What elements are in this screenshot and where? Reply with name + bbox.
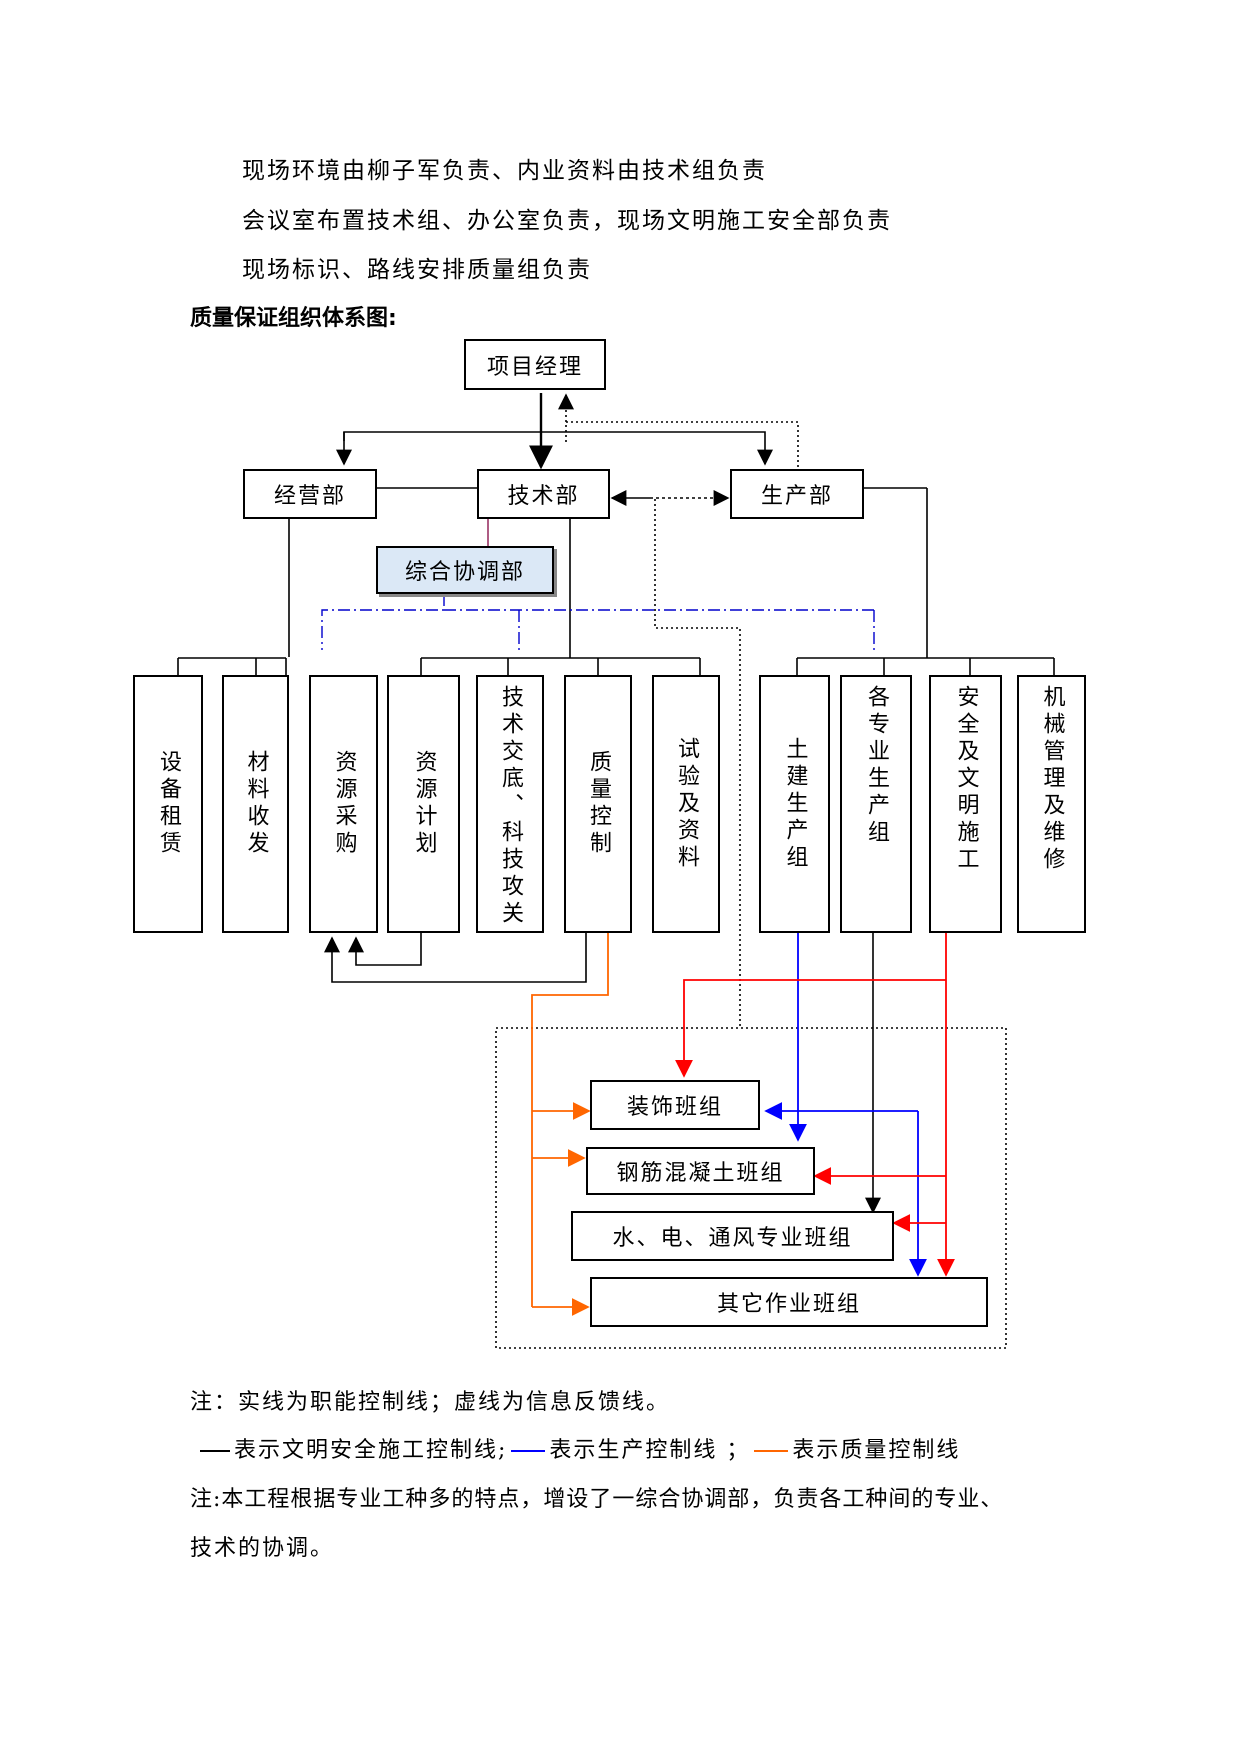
unit-resource-planning: 资源计划 (387, 675, 460, 933)
unit-material-receiving: 材料收发 (222, 675, 289, 933)
team-other: 其它作业班组 (590, 1277, 988, 1327)
legend-production-swatch (511, 1450, 546, 1452)
tech-dept-box: 技术部 (477, 469, 610, 519)
legend-safety-swatch (200, 1450, 230, 1452)
legend-quality-label: 表示质量控制线 (792, 1438, 961, 1463)
unit-civil-production: 土建生产组 (759, 675, 830, 933)
legend: 表示文明安全施工控制线; 表示生产控制线 ； 表示质量控制线 (196, 1432, 960, 1464)
project-manager-box: 项目经理 (464, 339, 606, 390)
unit-testing-records: 试验及资料 (652, 675, 720, 933)
note-line-types: 注：实线为职能控制线；虚线为信息反馈线。 (190, 1390, 671, 1415)
legend-safety-label: 表示文明安全施工控制线; (234, 1438, 508, 1463)
unit-specialty-production: 各专业生产组 (840, 675, 912, 933)
production-dept-box: 生产部 (730, 469, 864, 519)
diagram-heading: 质量保证组织体系图: (190, 306, 397, 331)
unit-quality-control: 质量控制 (564, 675, 632, 933)
legend-production-label: 表示生产控制线 ； (549, 1438, 751, 1463)
unit-equipment-rental: 设备租赁 (133, 675, 203, 933)
business-dept-box: 经营部 (243, 469, 377, 519)
intro-line-3: 现场标识、路线安排质量组负责 (242, 257, 592, 283)
note-coordination-line1: 注:本工程根据专业工种多的特点，增设了一综合协调部，负责各工种间的专业、 (190, 1487, 1004, 1512)
team-mep: 水、电、通风专业班组 (571, 1211, 894, 1261)
coordination-dept-box: 综合协调部 (376, 546, 554, 594)
note-coordination-line2: 技术的协调。 (190, 1536, 335, 1561)
unit-machinery-maintenance: 机械管理及维修 (1017, 675, 1086, 933)
unit-tech-briefing: 技术交底、科技攻关 (476, 675, 544, 933)
intro-line-1: 现场环境由柳子军负责、内业资料由技术组负责 (242, 158, 767, 184)
team-decoration: 装饰班组 (590, 1080, 760, 1130)
unit-resource-procurement: 资源采购 (309, 675, 378, 933)
intro-line-2: 会议室布置技术组、办公室负责，现场文明施工安全部负责 (242, 208, 892, 234)
unit-safety-civilized: 安全及文明施工 (929, 675, 1002, 933)
legend-quality-swatch (754, 1450, 789, 1452)
team-concrete: 钢筋混凝土班组 (586, 1147, 815, 1195)
